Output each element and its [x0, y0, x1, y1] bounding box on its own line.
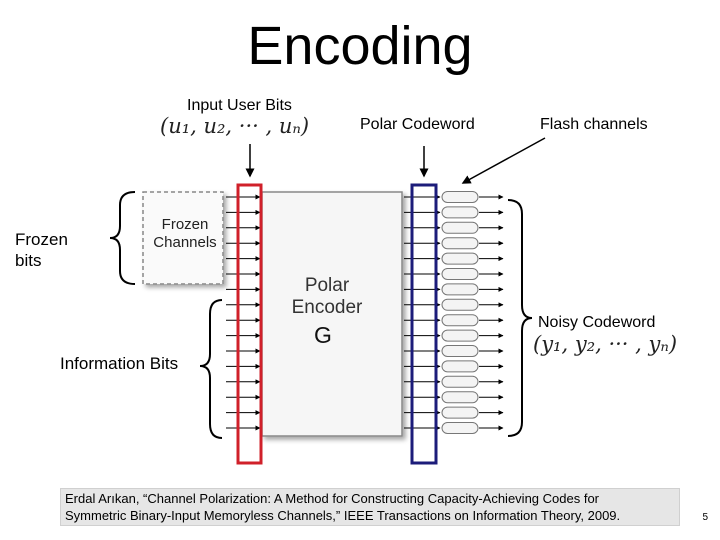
flash-channel — [441, 221, 479, 234]
flash-channels-label: Flash channels — [540, 116, 648, 133]
frozen-channels-box — [142, 191, 224, 285]
flash-channel — [441, 206, 479, 219]
page-title: Encoding — [247, 16, 473, 76]
frozen-bits-brace — [109, 191, 136, 285]
encoder-matrix-label: G — [314, 322, 332, 348]
citation-box: Erdal Arıkan, “Channel Polarization: A M… — [60, 488, 680, 526]
citation-line1: Erdal Arıkan, “Channel Polarization: A M… — [65, 491, 599, 506]
output-vector-label: (y₁, y₂, ··· , yₙ) — [533, 332, 678, 356]
bit-lines — [226, 191, 504, 434]
flash-channel — [441, 237, 479, 250]
flash-channel — [441, 375, 479, 388]
flash-channel — [441, 329, 479, 342]
flash-channel — [441, 391, 479, 404]
page-number: 5 — [702, 512, 708, 523]
frozen-bits-label-line2: bits — [15, 251, 42, 270]
encoder-label-line2: Encoder — [291, 297, 363, 318]
flash-channel — [441, 283, 479, 296]
flash-channel — [441, 314, 479, 327]
flash-channel — [441, 298, 479, 311]
information-bits-brace — [199, 299, 223, 439]
flash-channel — [441, 345, 479, 357]
noisy-codeword-label: Noisy Codeword — [538, 314, 656, 331]
encoder-label-line1: Polar — [304, 275, 350, 296]
citation-line2: Symmetric Binary-Input Memoryless Channe… — [65, 508, 621, 523]
flash-channel — [441, 191, 479, 203]
input-bits-highlight — [236, 183, 263, 465]
flash-channel — [441, 422, 479, 434]
polar-encoder-box — [261, 191, 403, 437]
input-vector-label: (u₁, u₂, ··· , uₙ) — [160, 114, 310, 138]
noisy-codeword-brace — [507, 199, 533, 437]
frozen-bits-label-line1: Frozen — [15, 230, 68, 249]
codeword-highlight — [410, 183, 438, 465]
flash-channel — [441, 406, 479, 419]
polar-codeword-label: Polar Codeword — [360, 116, 475, 133]
frozen-channels-label-line1: Frozen — [161, 216, 209, 233]
flash-channels-arrow — [461, 137, 546, 184]
flash-channel — [441, 252, 479, 265]
flash-channel — [441, 360, 479, 373]
flash-channel — [441, 268, 479, 280]
input-user-bits-label: Input User Bits — [187, 97, 292, 114]
frozen-channels-label-line2: Channels — [153, 234, 217, 251]
information-bits-label: Information Bits — [60, 354, 179, 373]
